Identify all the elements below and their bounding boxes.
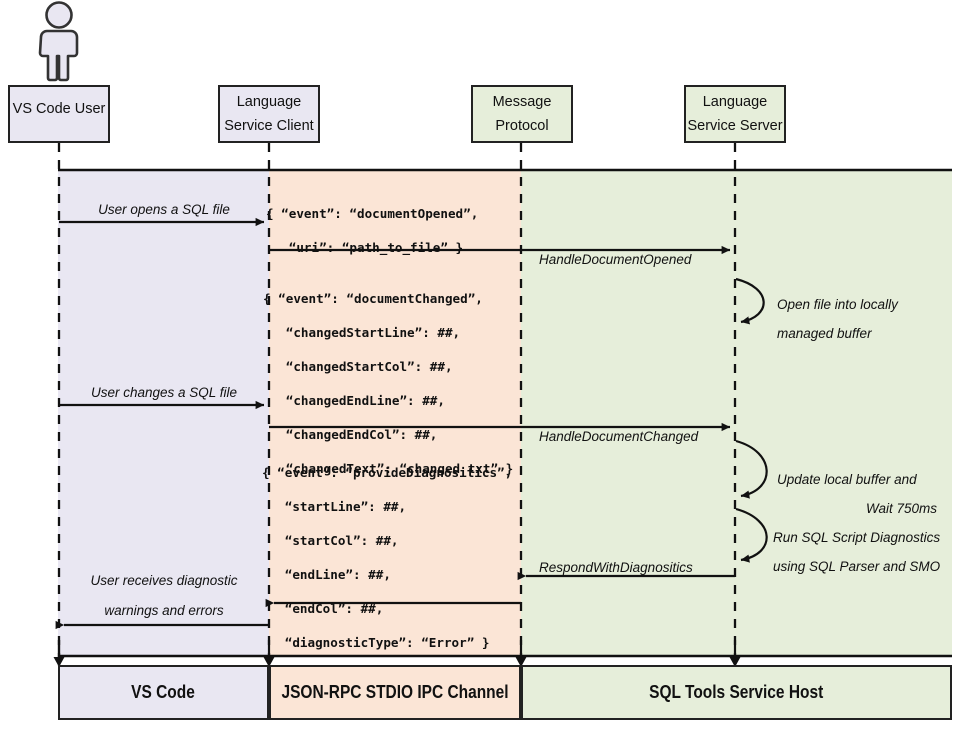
participant-box-client[interactable]: Language Service Client [218, 85, 320, 143]
payload-document-changed-line-2: “changedStartLine”: ##, [263, 325, 461, 340]
payload-provide-diagnositics-line-5: “endCol”: ##, [262, 601, 384, 616]
band-host [521, 170, 952, 656]
message-label-respond-with-diagnositics: RespondWithDiagnositics [539, 560, 693, 575]
legend-label-jsonrpc: JSON-RPC STDIO IPC Channel [281, 682, 509, 702]
payload-provide-diagnositics-line-6: “diagnosticType”: “Error” } [262, 635, 490, 650]
participant-box-protocol[interactable]: Message Protocol [471, 85, 573, 143]
participant-box-user[interactable]: VS Code User [8, 85, 110, 143]
participant-client-line2: Service Client [224, 117, 314, 134]
message-label-user-receives-line2: warnings and errors [104, 603, 224, 618]
message-label-user-opens-sql-file: User opens a SQL file [98, 202, 230, 217]
participant-protocol-line2: Protocol [495, 117, 549, 134]
participant-protocol-line1: Message [492, 94, 552, 110]
self-note-update-buffer-line1: Update local buffer and [777, 472, 917, 487]
legend-band-vscode[interactable]: VS Code [58, 665, 269, 720]
participant-client-line1: Language [236, 94, 302, 110]
legend-label-vscode: VS Code [131, 682, 196, 702]
payload-document-opened-line-1: { “event”: “documentOpened”, [266, 206, 479, 221]
message-label-user-changes-sql-file: User changes a SQL file [90, 385, 238, 400]
self-note-run-diagnostics-line1: Run SQL Script Diagnostics [773, 530, 941, 545]
self-note-open-file-line2: managed buffer [777, 326, 872, 341]
band-vscode [58, 170, 269, 656]
terminal-arrows [53, 640, 741, 667]
participant-server-line1: Language [702, 94, 768, 110]
payload-document-changed-line-6: “changedText”: “changed txt” } [263, 461, 514, 476]
self-note-run-diagnostics-line2: using SQL Parser and SMO [773, 559, 941, 574]
participant-server-line2: Service Server [687, 117, 783, 134]
legend-band-jsonrpc[interactable]: JSON-RPC STDIO IPC Channel [269, 665, 521, 720]
message-label-handle-document-opened: HandleDocumentOpened [539, 252, 692, 267]
self-loop-run-diagnostics [735, 507, 768, 563]
self-note-update-buffer-line2: Wait 750ms [865, 501, 937, 516]
payload-provide-diagnositics-line-1: { “event”: “provideDiagnositics”, [262, 465, 513, 480]
participant-user-line1: VS Code User [12, 101, 106, 118]
payload-provide-diagnositics-line-4: “endLine”: ##, [262, 567, 391, 582]
payload-document-opened-line-2: “uri”: “path_to_file” } [266, 240, 464, 255]
payload-document-changed-line-1: { “event”: “documentChanged”, [263, 291, 483, 306]
legend-band-host[interactable]: SQL Tools Service Host [521, 665, 952, 720]
participant-box-server[interactable]: Language Service Server [684, 85, 786, 143]
person-icon [38, 1, 79, 82]
payload-provide-diagnositics-line-2: “startLine”: ##, [262, 499, 407, 514]
message-label-user-receives-line1: User receives diagnostic [90, 573, 238, 588]
self-loop-open-file [735, 277, 765, 325]
payload-document-changed-line-4: “changedEndLine”: ##, [263, 393, 445, 408]
self-note-open-file-line1: Open file into locally [777, 297, 898, 312]
message-label-handle-document-changed: HandleDocumentChanged [539, 429, 699, 444]
payload-document-changed-line-5: “changedEndCol”: ##, [263, 427, 438, 442]
payload-provide-diagnositics-line-3: “startCol”: ##, [262, 533, 399, 548]
legend-label-host: SQL Tools Service Host [649, 682, 824, 702]
payload-document-changed-line-3: “changedStartCol”: ##, [263, 359, 453, 374]
self-loop-update-buffer [735, 439, 768, 499]
